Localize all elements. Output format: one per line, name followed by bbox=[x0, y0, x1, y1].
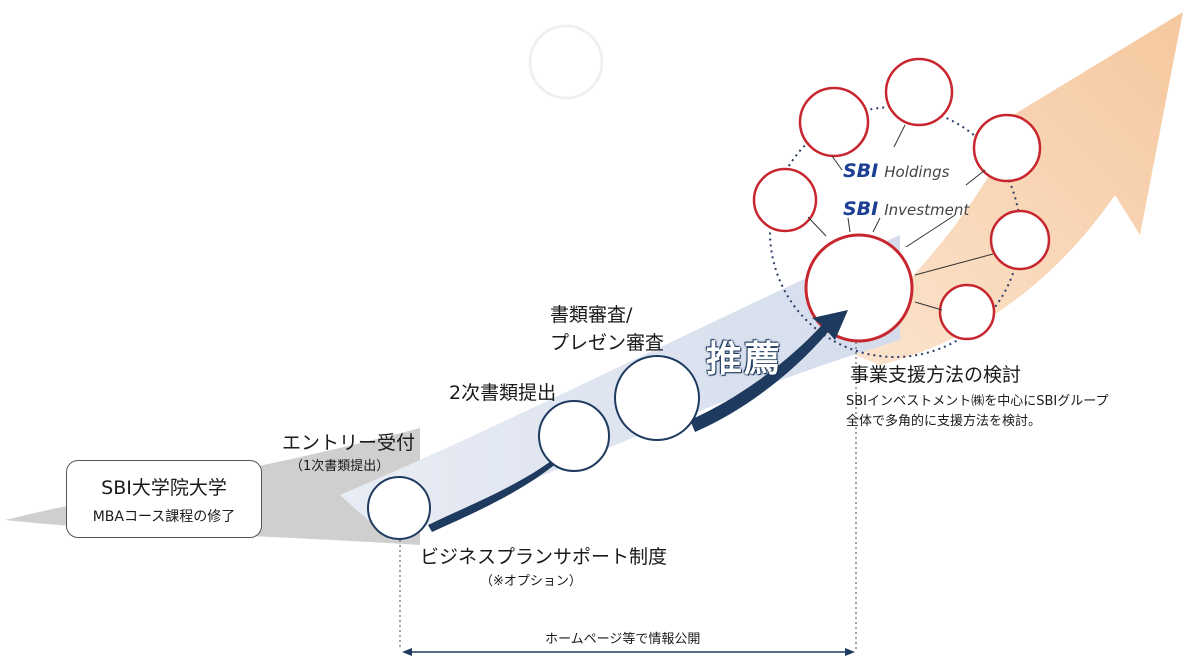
step-circle-review bbox=[614, 355, 700, 441]
second-title: 2次書類提出 bbox=[449, 382, 557, 404]
growth-arrow bbox=[830, 12, 1183, 365]
company-circle bbox=[938, 283, 996, 341]
start-title: SBI大学院大学 bbox=[101, 477, 227, 499]
span-arrow bbox=[402, 648, 855, 656]
program-option: （※オプション） bbox=[480, 574, 582, 589]
sbi-investment-logo: SBI Investment bbox=[843, 198, 969, 220]
start-box: SBI大学院大学 MBAコース課程の修了 bbox=[66, 460, 262, 538]
investment-mark: SBI bbox=[843, 198, 879, 220]
span-label: ホームページ等で情報公開 bbox=[545, 632, 701, 647]
step-circle-entry bbox=[367, 476, 431, 540]
holdings-name: Holdings bbox=[884, 163, 950, 181]
company-circle bbox=[752, 167, 818, 233]
company-circle bbox=[989, 209, 1051, 271]
step-circle-second bbox=[538, 400, 610, 472]
flow-arrows bbox=[428, 310, 848, 532]
target-circle bbox=[804, 233, 914, 343]
result-desc-1: SBIインベストメント㈱を中心にSBIグループ bbox=[846, 394, 1109, 409]
connector-lines bbox=[807, 124, 994, 311]
company-circle bbox=[884, 57, 954, 127]
holdings-mark: SBI bbox=[843, 160, 879, 182]
company-circle bbox=[798, 86, 870, 158]
result-desc-2: 全体で多角的に支援方法を検討。 bbox=[846, 414, 1042, 429]
review-title-1: 書類審査/ bbox=[550, 304, 633, 326]
sbi-holdings-logo: SBI Holdings bbox=[843, 160, 949, 182]
company-circle bbox=[972, 113, 1042, 183]
review-title-2: プレゼン審査 bbox=[550, 332, 665, 354]
investment-name: Investment bbox=[884, 201, 970, 219]
start-subtitle: MBAコース課程の修了 bbox=[92, 509, 236, 525]
result-title: 事業支援方法の検討 bbox=[850, 364, 1022, 386]
faint-circle bbox=[528, 24, 604, 100]
entry-subtitle: （1次書類提出） bbox=[290, 459, 390, 474]
entry-title: エントリー受付 bbox=[282, 432, 416, 454]
recommend-label: 推薦 bbox=[706, 339, 783, 380]
program-title: ビジネスプランサポート制度 bbox=[420, 546, 668, 568]
group-companies bbox=[752, 57, 1051, 341]
